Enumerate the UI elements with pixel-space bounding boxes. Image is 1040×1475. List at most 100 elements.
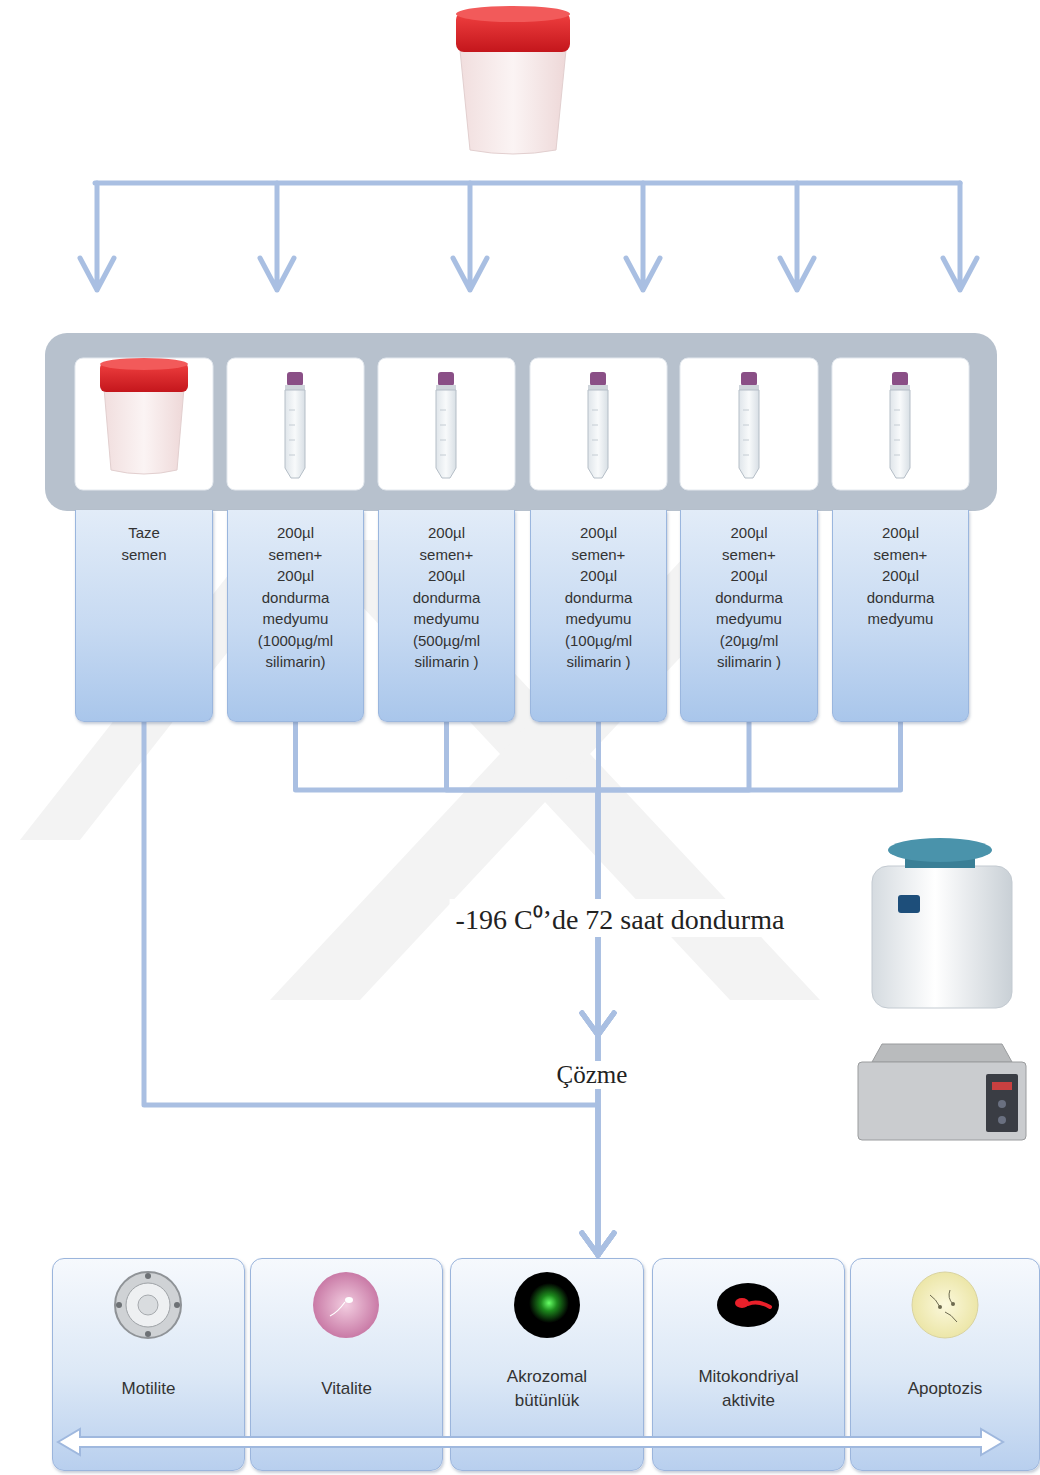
specimen-cup (456, 12, 570, 52)
cryovial (739, 385, 759, 390)
box-label: 200µl semen+ 200µl dondurma medyumu (100… (256, 522, 336, 673)
box-label: Vitalite (285, 1377, 409, 1401)
apoptosis-icon (912, 1272, 978, 1338)
motility-icon (145, 1273, 151, 1279)
nitrogen-tank (888, 838, 992, 862)
apoptosis-icon (912, 1272, 978, 1338)
analysis-box: Mitokondriyal aktivite (652, 1258, 845, 1471)
water-bath (872, 1044, 1012, 1062)
water-bath (998, 1116, 1006, 1124)
cryovial (743, 410, 749, 455)
condition-box: Taze semen (75, 510, 213, 722)
flow-connector (582, 722, 901, 1255)
arrow-head (582, 1013, 614, 1035)
analysis-box: Vitalite (250, 1258, 443, 1471)
connector-line (447, 722, 599, 1255)
water-bath (998, 1100, 1006, 1108)
cryovial (436, 385, 456, 390)
motility-icon (138, 1295, 158, 1315)
flow-connector (582, 722, 614, 1255)
cryovial (285, 372, 910, 478)
water-bath (986, 1074, 1018, 1132)
box-label: Taze semen (104, 522, 184, 565)
connector-line (296, 722, 599, 1255)
cryovial (890, 385, 910, 390)
cryovial (588, 390, 608, 478)
analysis-box: Motilite (52, 1258, 245, 1471)
specimen-cup (456, 6, 570, 154)
sample-panel (832, 358, 969, 490)
vitality-icon (330, 1302, 345, 1316)
box-label: 200µl semen+ 200µl dondurma medyumu (20µ… (709, 522, 789, 673)
box-label: Apoptozis (883, 1377, 1007, 1401)
double-arrow (58, 1429, 1003, 1455)
arrow-head (582, 1233, 614, 1255)
double-arrow (58, 1429, 1003, 1455)
distribution-arrows (80, 183, 977, 290)
arrow-head (582, 1233, 614, 1255)
flow-connector (582, 722, 749, 1255)
water-bath (858, 1044, 1026, 1140)
distribution-arrows (943, 183, 977, 290)
motility-icon (126, 1283, 170, 1327)
cryovial (287, 372, 303, 386)
small-specimen-cup (100, 362, 188, 392)
flow-connector (144, 722, 614, 1255)
box-label: Motilite (87, 1377, 211, 1401)
condition-box: 200µl semen+ 200µl dondurma medyumu (100… (227, 510, 364, 722)
connector-line (598, 722, 749, 1255)
distribution-arrows (95, 181, 960, 186)
connector-line (596, 722, 602, 1255)
condition-box: 200µl semen+ 200µl dondurma medyumu (20µ… (680, 510, 818, 722)
nitrogen-tank (905, 850, 975, 868)
specimen-cup (456, 6, 570, 22)
nitrogen-tank (872, 866, 1012, 1008)
box-label: Mitokondriyal aktivite (687, 1365, 811, 1413)
vitality-icon (345, 1297, 353, 1303)
step-label: -196 C⁰’de 72 saat dondurma (450, 899, 791, 937)
water-bath (992, 1082, 1012, 1090)
cryovial (894, 410, 900, 455)
motility-icon (145, 1331, 151, 1337)
arrow-head (582, 1013, 614, 1035)
cryovial (739, 390, 759, 478)
sample-panel (75, 358, 213, 490)
cryovial (436, 390, 456, 478)
apoptosis-icon (930, 1290, 957, 1322)
vitality-icon (313, 1272, 379, 1338)
condition-box: 200µl semen+ 200µl dondurma medyumu (832, 510, 969, 722)
connector-line (144, 722, 598, 1255)
arrow-head (582, 1013, 614, 1035)
cryovial (588, 385, 608, 390)
mitochondria-icon (717, 1283, 779, 1327)
cryovial (440, 410, 446, 455)
arrow-head (582, 1013, 614, 1035)
distribution-arrows (260, 183, 294, 290)
arrow-head (582, 1233, 614, 1255)
box-label: 200µl semen+ 200µl dondurma medyumu (500… (407, 522, 487, 673)
nitrogen-tank (872, 838, 1012, 1008)
small-specimen-cup (100, 358, 188, 370)
distribution-arrows (626, 183, 660, 290)
acrosome-icon (514, 1272, 580, 1338)
sample-panel (530, 358, 667, 490)
box-label: 200µl semen+ 200µl dondurma medyumu (100… (559, 522, 639, 673)
cryovial (592, 410, 598, 455)
cryovial (438, 372, 454, 386)
apoptosis-icon (938, 1305, 942, 1309)
nitrogen-tank (898, 895, 920, 913)
condition-box: 200µl semen+ 200µl dondurma medyumu (100… (530, 510, 667, 722)
box-label: Akrozomal bütünlük (485, 1365, 609, 1413)
step-label: Çözme (551, 1061, 634, 1089)
arrow-head (582, 1013, 614, 1035)
analysis-box: Akrozomal bütünlük (450, 1258, 644, 1471)
water-bath (858, 1062, 1026, 1140)
distribution-arrows (453, 183, 487, 290)
arrow-head (582, 1233, 614, 1255)
motility-icon (174, 1302, 180, 1308)
cryovial (890, 390, 910, 478)
